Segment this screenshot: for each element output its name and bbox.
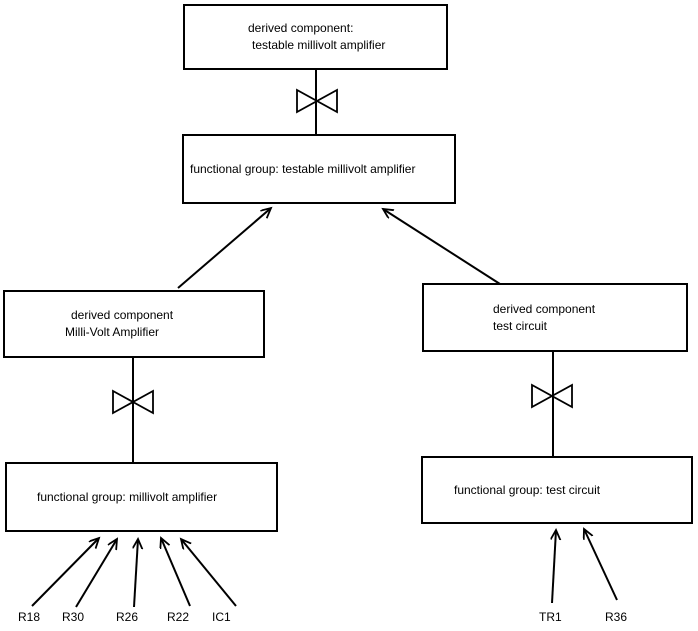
node-derived-millivolt-amplifier: derived component Milli-Volt Amplifier [3,290,265,358]
edge-r22-arrow [161,538,191,607]
edge-derived-mv-to-fg-testable-arrow [177,208,271,289]
node-label-line1: derived component [493,301,596,316]
node-label: functional group: testable millivolt amp… [190,161,416,176]
edge-derived-test-to-fg-testable-arrow [383,209,501,285]
node-label-line2: testable millivolt amplifier [252,38,386,52]
component-label-r26: R26 [116,610,139,624]
node-fg-millivolt-amplifier: functional group: millivolt amplifier [5,462,278,532]
node-label: functional group: test circuit [454,482,601,497]
node-fg-testable-amplifier: functional group: testable millivolt amp… [182,134,456,204]
bowtie-icon [112,389,154,415]
component-label-ic1: IC1 [212,610,231,624]
node-label-line2: Milli-Volt Amplifier [65,325,160,339]
component-label-r18: R18 [18,610,41,624]
edge-r18-arrow [31,538,99,607]
node-derived-testable-amplifier: derived component: testable millivolt am… [183,4,448,70]
edge-r26-arrow [134,539,138,608]
component-label-r22: R22 [167,610,190,624]
node-label-line2: test circuit [493,318,548,333]
bowtie-icon [296,88,338,114]
node-label: functional group: millivolt amplifier [37,489,218,504]
component-label-r36: R36 [605,610,628,624]
edge-r30-arrow [75,539,117,608]
edge-tr1-arrow [552,530,556,604]
node-label-line1: derived component [71,308,174,322]
node-fg-test-circuit: functional group: test circuit [421,456,693,524]
node-label-line1: derived component: [248,21,354,35]
component-label-r30: R30 [62,610,85,624]
node-derived-test-circuit: derived component test circuit [422,283,688,352]
edge-r36-arrow [584,529,618,601]
edge-ic1-arrow [181,539,237,607]
component-label-tr1: TR1 [539,610,562,624]
bowtie-icon [531,383,573,409]
